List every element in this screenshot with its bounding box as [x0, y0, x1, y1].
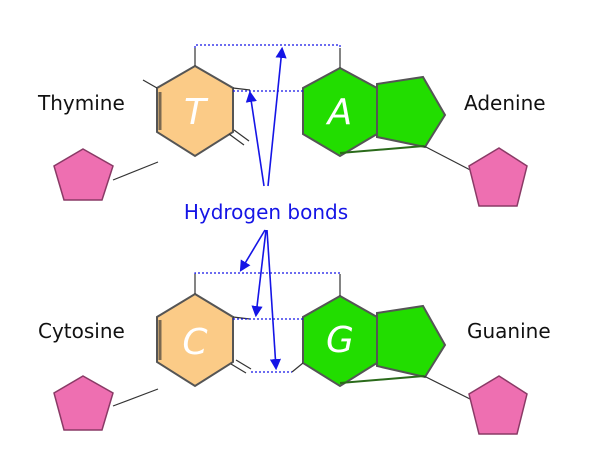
thymine-substituent-right — [232, 87, 251, 91]
guanine-substituent-bottom — [291, 362, 304, 373]
ta-hydrogen-bond-top — [194, 44, 341, 48]
thymine-sugar-pentagon — [53, 148, 114, 201]
adenine-five-ring — [376, 75, 447, 149]
hydrogen-bond-arrows — [239, 46, 287, 371]
adenine-ring — [302, 66, 378, 158]
cytosine-sugar-pentagon — [53, 375, 114, 431]
guanine-sugar-bond — [423, 375, 479, 404]
arrow-to-cg-bottom-bond — [266, 229, 282, 371]
adenine-sugar-bond — [423, 145, 479, 175]
guanine-five-ring — [376, 304, 447, 379]
cytosine-substituent-right — [232, 316, 251, 320]
adenine-sugar-pentagon — [468, 147, 528, 207]
guanine-ring — [302, 294, 378, 388]
thymine-double-bond-a — [228, 133, 245, 146]
cytosine-double-bond-a — [230, 363, 247, 374]
adenine-letter: A — [326, 92, 353, 133]
guanine-letter: G — [326, 320, 354, 361]
guanine-label: Guanine — [467, 319, 551, 343]
cytosine-label: Cytosine — [38, 319, 125, 343]
thymine-substituent-left — [142, 79, 158, 89]
cg-hydrogen-bond-top — [194, 272, 341, 274]
arrow-to-ta-middle-bond — [245, 90, 265, 187]
arrow-to-ta-top-bond — [267, 46, 287, 187]
adenine-label: Adenine — [464, 91, 546, 115]
thymine-label: Thymine — [37, 91, 125, 115]
thymine-sugar-bond — [112, 161, 159, 181]
thymine-double-bond-b — [233, 129, 250, 142]
cytosine-sugar-bond — [112, 388, 159, 407]
hydrogen-bonds-label: Hydrogen bonds — [184, 200, 348, 224]
cytosine-double-bond-b — [235, 359, 252, 370]
guanine-sugar-pentagon — [468, 375, 528, 435]
guanine-ring-shadow — [339, 375, 425, 384]
arrow-to-cg-middle-bond — [251, 229, 267, 318]
thymine-letter: T — [184, 92, 209, 133]
arrow-to-cg-top-bond — [239, 229, 266, 272]
cytosine-letter: C — [182, 322, 208, 363]
adenine-ring-shadow — [339, 145, 425, 154]
